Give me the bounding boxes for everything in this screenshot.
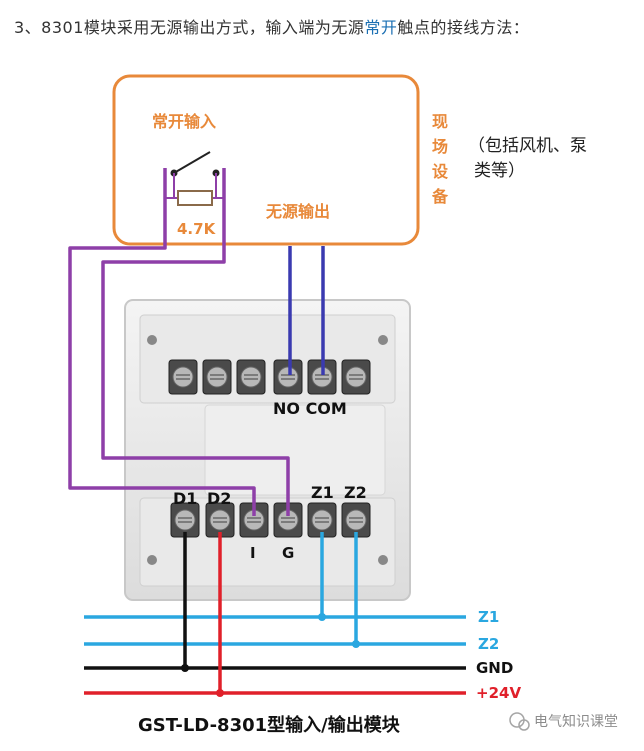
module-caption: GST-LD-8301型输入/输出模块 bbox=[138, 714, 401, 736]
g-terminal-label: G bbox=[282, 544, 294, 562]
top-terminal-1 bbox=[168, 359, 198, 395]
bottom-terminal-d1 bbox=[170, 502, 200, 538]
resistor-4-7k bbox=[165, 173, 224, 206]
top-terminal-2 bbox=[202, 359, 232, 395]
bus-drops bbox=[181, 532, 360, 697]
resistor-value-label: 4.7K bbox=[177, 220, 217, 238]
purple-wires bbox=[68, 168, 290, 516]
heading-prefix: 3、8301模块采用无源输出方式，输入端为无源 bbox=[14, 18, 365, 37]
page-heading: 3、8301模块采用无源输出方式，输入端为无源常开触点的接线方法： bbox=[14, 14, 529, 38]
watermark: 电气知识课堂 bbox=[509, 712, 618, 731]
field-equipment-char-4: 备 bbox=[431, 187, 449, 206]
watermark-text: 电气知识课堂 bbox=[534, 713, 618, 730]
bottom-terminal-d2 bbox=[205, 502, 235, 538]
field-equipment-char-2: 场 bbox=[432, 137, 448, 156]
no-com-label: NO COM bbox=[273, 399, 347, 418]
field-equipment-char-3: 设 bbox=[432, 162, 449, 181]
heading-highlight: 常开 bbox=[364, 18, 398, 37]
passive-output-label: 无源输出 bbox=[265, 202, 330, 221]
field-equipment-char-1: 现 bbox=[432, 112, 448, 131]
bus-label-24v: +24V bbox=[476, 684, 521, 702]
d2-label: D2 bbox=[207, 489, 231, 508]
equipment-note-line2: 类等） bbox=[474, 161, 525, 181]
top-terminal-6 bbox=[341, 359, 371, 395]
bottom-terminal-z2 bbox=[341, 502, 371, 538]
z1-terminal-label: Z1 bbox=[311, 483, 334, 502]
top-terminal-3 bbox=[236, 359, 266, 395]
heading-suffix: 触点的接线方法： bbox=[397, 18, 530, 37]
bottom-terminal-z1 bbox=[307, 502, 337, 538]
navy-wires bbox=[288, 246, 325, 375]
normally-open-input-label: 常开输入 bbox=[152, 112, 216, 131]
z2-terminal-label: Z2 bbox=[344, 483, 367, 502]
equipment-note-line1: （包括风机、泵 bbox=[468, 136, 587, 156]
bus-label-gnd: GND bbox=[476, 659, 513, 677]
module-body bbox=[124, 299, 411, 601]
i-terminal-label: I bbox=[250, 544, 256, 562]
top-terminal-no bbox=[273, 359, 303, 395]
bus-label-z1: Z1 bbox=[478, 608, 499, 626]
bus-lines bbox=[84, 615, 466, 695]
d1-label: D1 bbox=[173, 489, 197, 508]
bus-label-z2: Z2 bbox=[478, 635, 499, 653]
